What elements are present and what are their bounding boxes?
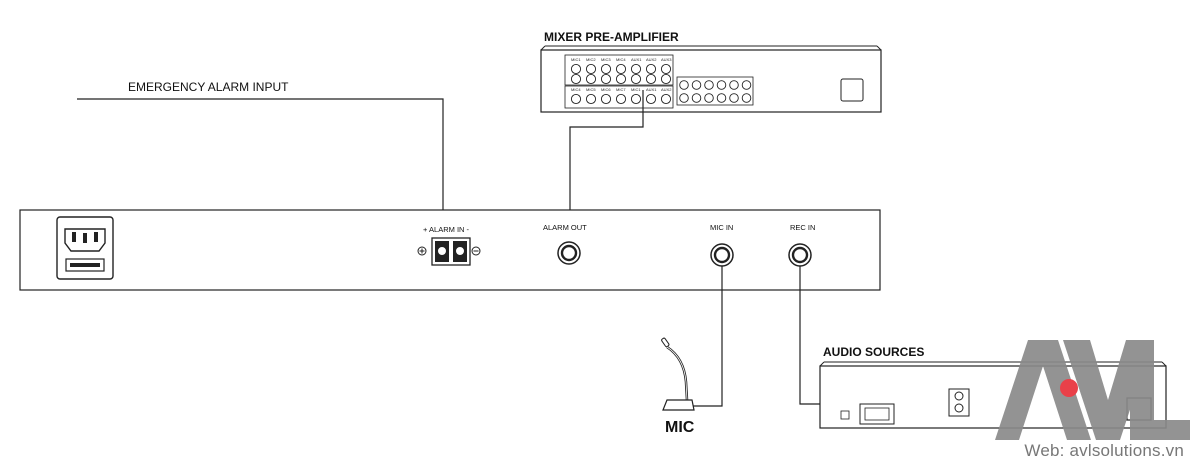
mic-wire [692, 266, 723, 407]
mixer-jack-label: MIC3 [601, 57, 611, 62]
mixer-input-jack [615, 73, 627, 85]
alarm-out-jack [557, 241, 581, 265]
mixer-input-jack [645, 73, 657, 85]
main-device-rear-panel: + ALARM IN - ALARM OUT MIC IN REC IN [19, 209, 881, 291]
mixer-output-jack [729, 93, 739, 103]
mixer-input-jack [660, 73, 672, 85]
mixer-output-jack [741, 93, 752, 103]
mixer-output-jack [716, 80, 727, 90]
website-caption: Web: avlsolutions.vn [1024, 441, 1184, 460]
audio-sources-title: AUDIO SOURCES [823, 345, 924, 359]
mixer-input-jack [570, 73, 582, 85]
avl-logo [995, 340, 1190, 440]
mixer-input-jack [615, 93, 627, 105]
mixer-input-jack [660, 93, 672, 105]
mixer-jack-label: MIC7 [616, 87, 626, 92]
mixer-input-jack [600, 73, 612, 85]
mixer-input-jack [600, 63, 612, 75]
mixer-output-jack [679, 93, 689, 103]
mixer-output-jack [729, 80, 739, 90]
rec-in-label: REC IN [790, 223, 815, 232]
alarm-in-label: + ALARM IN - [423, 225, 470, 234]
mixer-input-jack [645, 93, 657, 105]
mixer-jack-label: MIC6 [601, 87, 611, 92]
mixer-input-jack [630, 93, 642, 105]
mixer-jack-label: MIC4 [616, 57, 626, 62]
mixer-output-jack [716, 93, 727, 103]
mixer-jack-label: AUX1 [646, 87, 657, 92]
mixer-output-jack [679, 80, 689, 90]
mixer-output-panel [676, 76, 754, 106]
mixer-title: MIXER PRE-AMPLIFIER [544, 30, 679, 44]
mic-label: MIC [665, 419, 695, 436]
mixer-jack-label: MIC1 [631, 87, 641, 92]
emergency-alarm-label: EMERGENCY ALARM INPUT [128, 80, 289, 94]
mixer-output-jacks [679, 80, 752, 103]
mixer-jack-label: MIC1 [571, 57, 581, 62]
mixer-jack-label: AUX2 [646, 57, 657, 62]
mixer-input-panel [564, 54, 674, 86]
mixer-jack-label: AUX3 [661, 57, 672, 62]
mixer-input-jack [585, 93, 597, 105]
mixer-output-jack [704, 93, 714, 103]
mixer-input-panel-lower [564, 85, 674, 109]
alarm-out-label: ALARM OUT [543, 223, 587, 232]
mixer-output-jack [704, 80, 714, 90]
mixer-output-jack [691, 80, 702, 90]
mixer-jack-label: AUX1 [631, 57, 642, 62]
logo-red-dot [1060, 379, 1078, 397]
gooseneck-microphone [661, 337, 695, 411]
rec-in-jack [788, 243, 812, 267]
mixer-jack-label: MIC2 [586, 57, 596, 62]
ac-power-inlet [56, 216, 114, 280]
mixer-input-jack [630, 63, 642, 75]
alarm-out-wire [569, 90, 644, 216]
mixer-jack-label: AUX2 [661, 87, 672, 92]
mixer-input-jack [615, 63, 627, 75]
mixer-output-jack [691, 93, 702, 103]
mic-in-label: MIC IN [710, 223, 733, 232]
mixer-input-jack [630, 73, 642, 85]
mixer-power-switch [840, 78, 864, 102]
mixer-input-jack [585, 63, 597, 75]
mixer-input-jack [570, 63, 582, 75]
mic-in-jack [710, 243, 734, 267]
alarm-input-wire [77, 98, 444, 243]
mixer-output-jack [741, 80, 752, 90]
mixer-jack-label: MIC4 [571, 87, 581, 92]
mixer-input-jack [645, 63, 657, 75]
mixer-input-jack [570, 93, 582, 105]
mixer-input-jack [585, 73, 597, 85]
alarm-in-terminal [417, 237, 481, 266]
mixer-jack-label: MIC5 [586, 87, 596, 92]
mixer-input-jack [600, 93, 612, 105]
mixer-input-jack [660, 63, 672, 75]
